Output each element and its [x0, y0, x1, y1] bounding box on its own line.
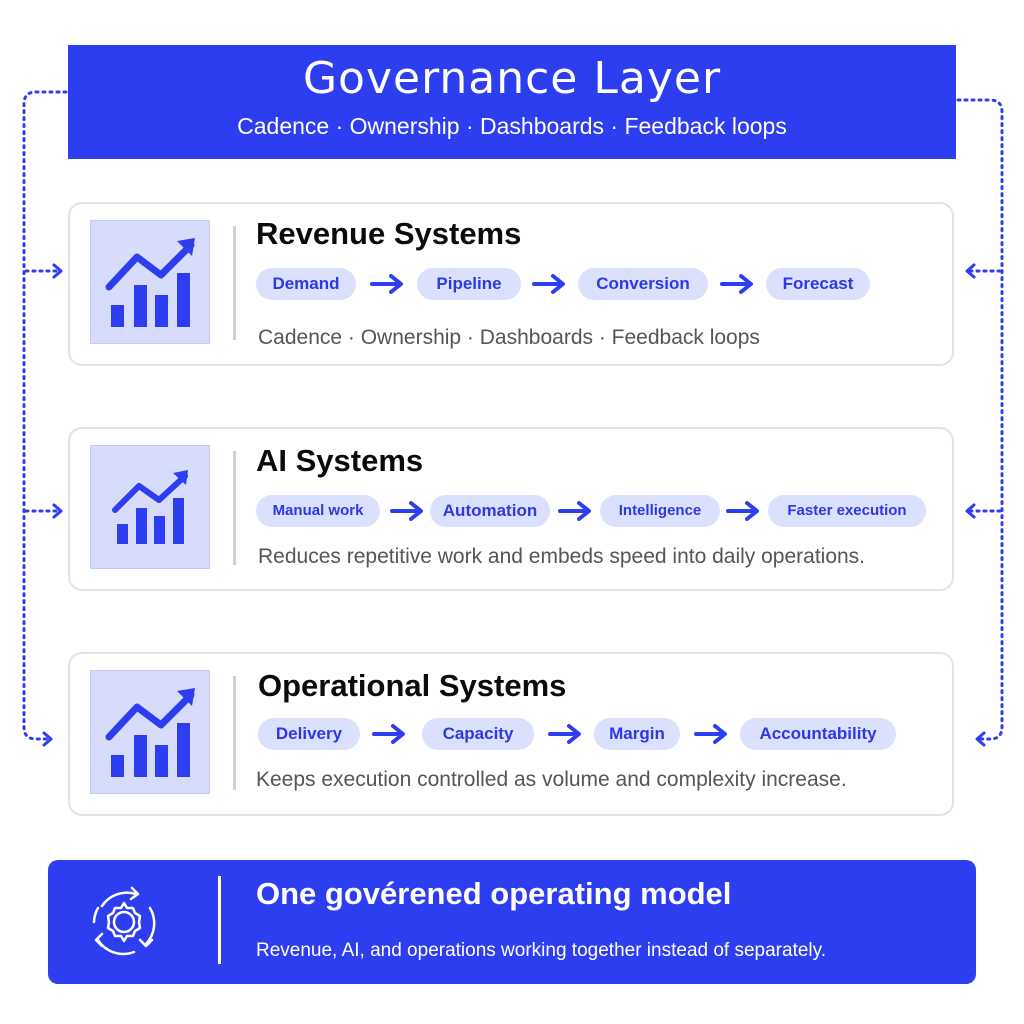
- step-pill: Faster execution: [768, 495, 926, 527]
- step-pill: Capacity: [422, 718, 534, 750]
- ai-systems-card: AI Systems Manual work Automation Intell…: [68, 427, 954, 591]
- arrow-right-icon: [532, 274, 565, 294]
- banner-title: One govérened operating model: [256, 876, 732, 911]
- arrow-right-icon: [720, 274, 753, 294]
- banner-subtitle: Revenue, AI, and operations working toge…: [256, 940, 827, 961]
- arrow-right-icon: [390, 501, 423, 521]
- card-divider: [233, 226, 236, 340]
- card-divider: [233, 451, 236, 565]
- step-pill: Automation: [430, 495, 550, 527]
- arrow-right-icon: [558, 501, 591, 521]
- governance-subtitle: Cadence · Ownership · Dashboards · Feedb…: [237, 113, 787, 139]
- arrow-right-icon: [694, 724, 727, 744]
- operational-systems-card: Operational Systems Delivery Capacity Ma…: [68, 652, 954, 816]
- card-description: Keeps execution controlled as volume and…: [256, 768, 847, 791]
- arrow-right-icon: [372, 724, 405, 744]
- growth-chart-icon: [90, 445, 210, 569]
- step-pill: Delivery: [258, 718, 360, 750]
- growth-chart-icon: [90, 670, 210, 794]
- banner-divider: [218, 876, 221, 964]
- step-pill: Pipeline: [417, 268, 521, 300]
- card-title: Operational Systems: [258, 668, 567, 703]
- card-description: Cadence · Ownership · Dashboards · Feedb…: [258, 326, 760, 349]
- arrow-right-icon: [370, 274, 403, 294]
- card-divider: [233, 676, 236, 790]
- governance-layer-banner: Governance Layer Cadence · Ownership · D…: [68, 45, 956, 159]
- card-description: Reduces repetitive work and embeds speed…: [258, 545, 866, 568]
- card-title: AI Systems: [256, 443, 424, 478]
- gear-cycle-icon: [92, 886, 156, 956]
- operating-model-banner: One govérened operating model Revenue, A…: [48, 860, 976, 984]
- arrow-right-icon: [548, 724, 581, 744]
- step-pill: Intelligence: [600, 495, 720, 527]
- step-pill: Forecast: [766, 268, 870, 300]
- governance-title: Governance Layer: [302, 53, 722, 104]
- card-title: Revenue Systems: [256, 216, 522, 251]
- step-pill: Conversion: [578, 268, 708, 300]
- step-pill: Manual work: [256, 495, 380, 527]
- step-pill: Demand: [256, 268, 356, 300]
- step-pill: Accountability: [740, 718, 896, 750]
- step-pill: Margin: [594, 718, 680, 750]
- growth-chart-icon: [90, 220, 210, 344]
- arrow-right-icon: [726, 501, 759, 521]
- revenue-systems-card: Revenue Systems Demand Pipeline Conversi…: [68, 202, 954, 366]
